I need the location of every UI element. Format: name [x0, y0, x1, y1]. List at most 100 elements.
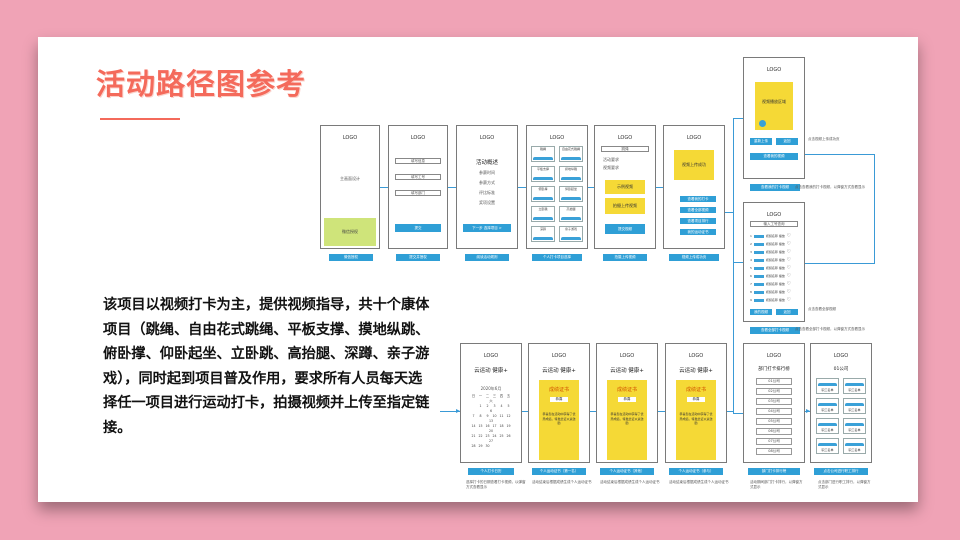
project-tile[interactable]: 俯卧撑 [531, 186, 555, 202]
search-id-field[interactable]: 输入工号查询 [750, 221, 798, 227]
return-button[interactable]: 返回 [776, 138, 798, 145]
calendar-day[interactable]: 22 [478, 434, 483, 438]
next-step-button[interactable]: 下一步 选择项目 > [463, 224, 511, 232]
calendar-day[interactable]: 16 [485, 424, 490, 428]
calendar-day[interactable]: 18 [499, 424, 504, 428]
calendar-day[interactable]: 27 [488, 439, 494, 443]
project-tile[interactable]: 摸地纵跳 [559, 166, 583, 182]
play-action[interactable]: 播放 [778, 266, 785, 270]
calendar-day[interactable]: 8 [479, 414, 482, 418]
calendar-day[interactable]: 15 [478, 424, 483, 428]
return-button-2[interactable]: 返回 [776, 309, 798, 315]
play-action[interactable]: 播放 [778, 242, 785, 246]
calendar-day[interactable]: 19 [506, 424, 511, 428]
calendar-day[interactable]: 10 [492, 414, 497, 418]
video-play-area[interactable]: 视频播放区域 [755, 82, 793, 130]
rank-row[interactable]: 04公司 [756, 408, 792, 415]
submit-button[interactable]: 提交 [395, 224, 441, 232]
calendar-day[interactable]: 2 [486, 404, 489, 408]
rank-row[interactable]: 03公司 [756, 398, 792, 405]
calendar-day[interactable]: 21 [471, 434, 476, 438]
info-field[interactable]: 填写信息 [395, 158, 441, 164]
calendar-day[interactable]: 17 [492, 424, 497, 428]
employee-tile[interactable]: 职工名单 [816, 438, 839, 454]
calendar-day[interactable]: 26 [506, 434, 511, 438]
play-action[interactable]: 播放 [778, 290, 785, 294]
calendar-day[interactable]: 11 [499, 414, 504, 418]
heart-icon[interactable]: ♡ [784, 289, 792, 295]
my-video-button[interactable]: 我的视频 [750, 309, 772, 315]
play-action[interactable]: 播放 [778, 234, 785, 238]
heart-icon[interactable]: ♡ [784, 281, 792, 287]
calendar-day[interactable]: 5 [507, 404, 510, 408]
calendar-day[interactable]: 6 [489, 409, 493, 413]
rank-row[interactable]: 01公司 [756, 378, 792, 385]
play-action[interactable]: 播放 [778, 250, 785, 254]
calendar-day[interactable]: 29 [478, 444, 483, 448]
calendar-day[interactable]: 7 [472, 414, 475, 418]
employee-tile[interactable]: 职工名单 [843, 378, 866, 394]
heart-icon[interactable]: ♡ [784, 233, 792, 239]
calendar-day[interactable]: 4 [500, 404, 503, 408]
rank-row[interactable]: 02公司 [756, 388, 792, 395]
project-tile[interactable]: 亲子游戏 [559, 226, 583, 242]
calendar-day[interactable]: 20 [488, 429, 494, 433]
employee-tile[interactable]: 职工名单 [816, 398, 839, 414]
sample-video-block[interactable]: 示例视频 [605, 180, 645, 194]
project-rank-button[interactable]: 查看项目排行 [680, 218, 716, 224]
employee-tile[interactable]: 职工名单 [816, 418, 839, 434]
project-tile[interactable]: 立卧跳 [531, 206, 555, 222]
employee-tile[interactable]: 职工名单 [843, 438, 866, 454]
submit-video-button[interactable]: 提交视频 [605, 224, 645, 234]
calendar-day[interactable]: 13 [488, 419, 494, 423]
authorize-block[interactable]: 微信授权 [324, 218, 376, 246]
calendar-day[interactable]: 24 [492, 434, 497, 438]
heart-icon[interactable]: ♡ [784, 273, 792, 279]
play-icon[interactable] [759, 120, 766, 127]
project-tile[interactable]: 自由花式跳绳 [559, 146, 583, 162]
view-my-video-button[interactable]: 查看我的视频 [750, 153, 798, 160]
employee-tile[interactable]: 职工名单 [843, 418, 866, 434]
employee-tile[interactable]: 职工名单 [816, 378, 839, 394]
my-checkin-button[interactable]: 查看我的打卡 [680, 196, 716, 202]
play-action[interactable]: 播放 [778, 282, 785, 286]
dept-field[interactable]: 填写部门 [395, 190, 441, 196]
all-videos-button[interactable]: 查看全部视频 [680, 207, 716, 213]
reupload-button[interactable]: 重新上传 [750, 138, 772, 145]
my-certificate-button[interactable]: 我的运动证书 [680, 229, 716, 235]
calendar-day[interactable]: 25 [499, 434, 504, 438]
rank-row[interactable]: 06公司 [756, 428, 792, 435]
heart-icon[interactable]: ♡ [784, 241, 792, 247]
calendar-day[interactable]: 14 [471, 424, 476, 428]
project-tile[interactable]: 跳绳 [531, 146, 555, 162]
heart-icon[interactable]: ♡ [784, 265, 792, 271]
calendar-day[interactable]: 30 [485, 444, 490, 448]
rank-row[interactable]: 05公司 [756, 418, 792, 425]
calendar-day[interactable]: 1 [479, 404, 482, 408]
heart-icon[interactable]: ♡ [784, 257, 792, 263]
id-field[interactable]: 填写工号 [395, 174, 441, 180]
project-tile[interactable]: 仰卧起坐 [559, 186, 583, 202]
heart-icon[interactable]: ♡ [784, 249, 792, 255]
project-tile[interactable]: 平板支撑 [531, 166, 555, 182]
project-tile[interactable]: 深蹲 [531, 226, 555, 242]
shoot-upload-block[interactable]: 拍摄上传视频 [605, 198, 645, 214]
calendar-day[interactable]: 28 [471, 444, 476, 448]
play-action[interactable]: 播放 [778, 274, 785, 278]
calendar-day[interactable]: 9 [486, 414, 489, 418]
play-action[interactable]: 播放 [778, 258, 785, 262]
employee-tile[interactable]: 职工名单 [843, 398, 866, 414]
rank-row[interactable]: 08公司 [756, 448, 792, 455]
play-action[interactable]: 播放 [778, 298, 785, 302]
calendar-day[interactable]: 3 [493, 404, 496, 408]
project-tile[interactable]: 高抬腿 [559, 206, 583, 222]
